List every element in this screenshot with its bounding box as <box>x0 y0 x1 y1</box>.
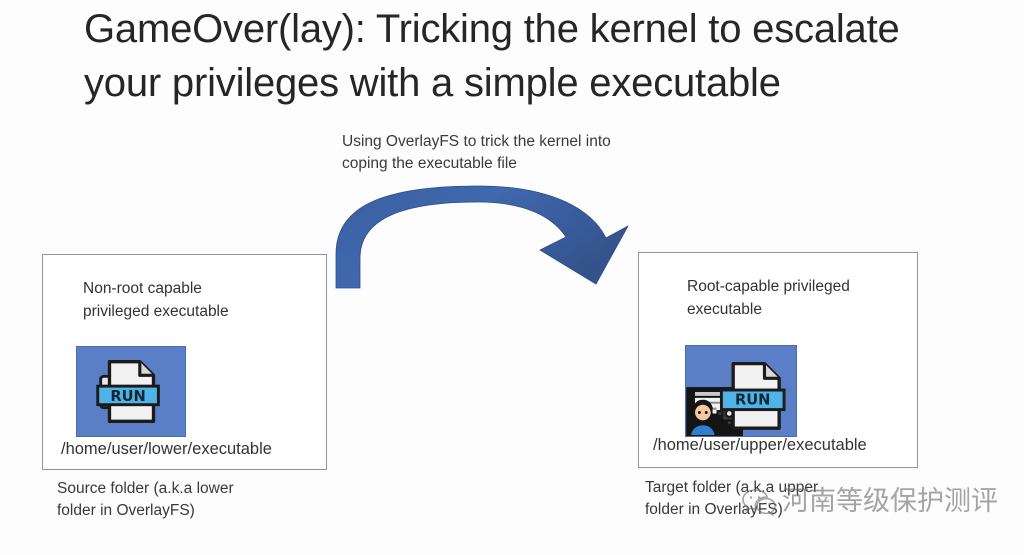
target-folder-heading-line-1: Root-capable privileged <box>687 278 850 295</box>
source-folder-caption-line-1: Source folder (a.k.a lower <box>57 480 234 497</box>
target-folder-heading: Root-capable privileged executable <box>687 275 902 321</box>
page-title-line-1: GameOver(lay): Tricking the kernel to es… <box>84 7 900 51</box>
arrow-caption-line-1: Using OverlayFS to trick the kernel into <box>342 133 611 150</box>
run-executable-admin-icon: RUN <box>685 345 797 437</box>
source-folder-caption: Source folder (a.k.a lower folder in Ove… <box>57 478 317 522</box>
target-folder-caption: Target folder (a.k.a upper folder in Ove… <box>645 477 915 521</box>
target-folder-caption-line-1: Target folder (a.k.a upper <box>645 479 819 496</box>
run-label: RUN <box>110 388 145 405</box>
source-path-label: /home/user/lower/executable <box>61 440 272 458</box>
page-title: GameOver(lay): Tricking the kernel to es… <box>84 2 1014 110</box>
run-executable-icon: RUN <box>76 346 186 437</box>
curved-arrow <box>328 184 638 294</box>
target-path-label: /home/user/upper/executable <box>653 436 867 454</box>
page-title-line-2: your privileges with a simple executable <box>84 61 781 105</box>
target-folder-heading-line-2: executable <box>687 301 762 318</box>
target-folder-box: Root-capable privileged executable <box>638 252 918 468</box>
arrow-caption: Using OverlayFS to trick the kernel into… <box>342 131 692 175</box>
source-folder-heading-line-1: Non-root capable <box>83 280 202 297</box>
target-folder-caption-line-2: folder in OverlayFS) <box>645 501 783 518</box>
source-folder-heading: Non-root capable privileged executable <box>83 277 313 323</box>
source-folder-caption-line-2: folder in OverlayFS) <box>57 502 195 519</box>
arrow-caption-line-2: coping the executable file <box>342 155 517 172</box>
source-folder-heading-line-2: privileged executable <box>83 303 229 320</box>
source-folder-box: Non-root capable privileged executable R… <box>42 254 327 470</box>
run-label: RUN <box>735 392 770 409</box>
